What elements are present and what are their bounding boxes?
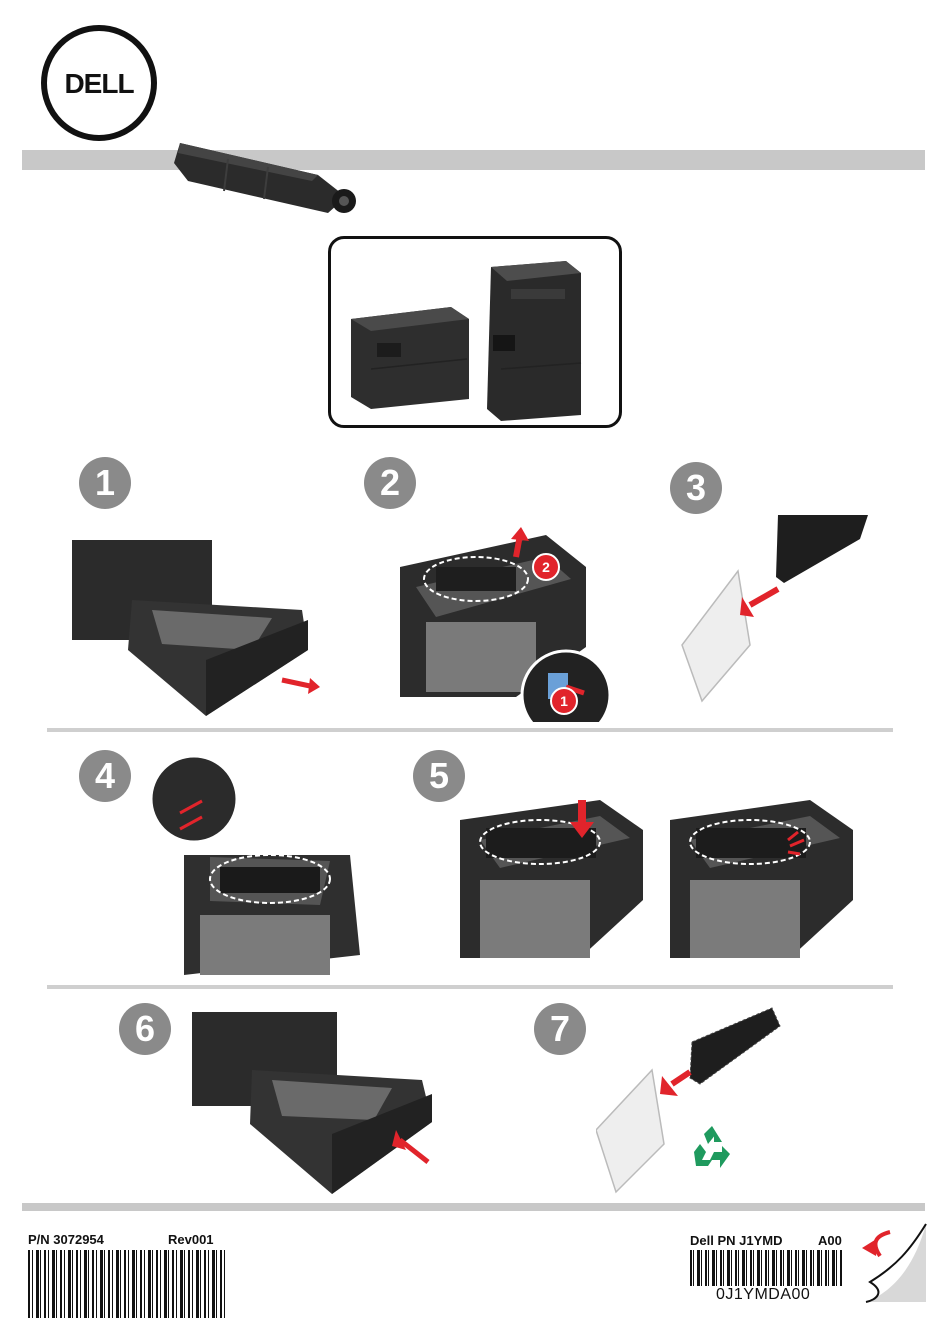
compatible-printers-panel bbox=[328, 236, 622, 428]
callout-1-badge: 1 bbox=[550, 687, 578, 715]
revision: Rev001 bbox=[168, 1232, 214, 1247]
step-5-image-a bbox=[460, 800, 643, 958]
step-3-image bbox=[680, 505, 880, 705]
barcode-left bbox=[28, 1250, 226, 1318]
step-7-image bbox=[596, 1002, 786, 1194]
step-6-badge: 6 bbox=[119, 1003, 171, 1055]
step-5-badge: 5 bbox=[413, 750, 465, 802]
footer-bar bbox=[22, 1203, 925, 1211]
pick-roller-image bbox=[168, 135, 368, 220]
step-2-badge: 2 bbox=[364, 457, 416, 509]
recycle-icon bbox=[690, 1124, 734, 1168]
callout-2-label: 2 bbox=[542, 559, 550, 575]
step-2-image: 2 1 bbox=[396, 527, 616, 722]
header-bar bbox=[22, 150, 925, 170]
barcode-text: 0J1YMDA00 bbox=[716, 1286, 811, 1303]
dell-revision: A00 bbox=[818, 1233, 842, 1248]
page-curl-icon bbox=[856, 1222, 928, 1306]
step-7-badge: 7 bbox=[534, 1003, 586, 1055]
dell-logo-text: DELL bbox=[64, 68, 134, 99]
divider-row-2 bbox=[47, 985, 893, 989]
step-4-badge: 4 bbox=[79, 750, 131, 802]
dell-part-number: Dell PN J1YMD bbox=[690, 1233, 783, 1248]
step-1-badge: 1 bbox=[79, 457, 131, 509]
divider-row-1 bbox=[47, 728, 893, 732]
part-number: P/N 3072954 bbox=[28, 1232, 104, 1247]
callout-2-badge: 2 bbox=[532, 553, 560, 581]
dell-logo: DELL bbox=[38, 22, 160, 144]
step-5-image-b bbox=[670, 800, 853, 958]
callout-1-label: 1 bbox=[560, 693, 568, 709]
step-4-image bbox=[150, 755, 360, 975]
step-1-image bbox=[72, 540, 322, 720]
step-6-image bbox=[192, 1012, 442, 1194]
barcode-right bbox=[690, 1250, 842, 1286]
step-3-badge: 3 bbox=[670, 462, 722, 514]
